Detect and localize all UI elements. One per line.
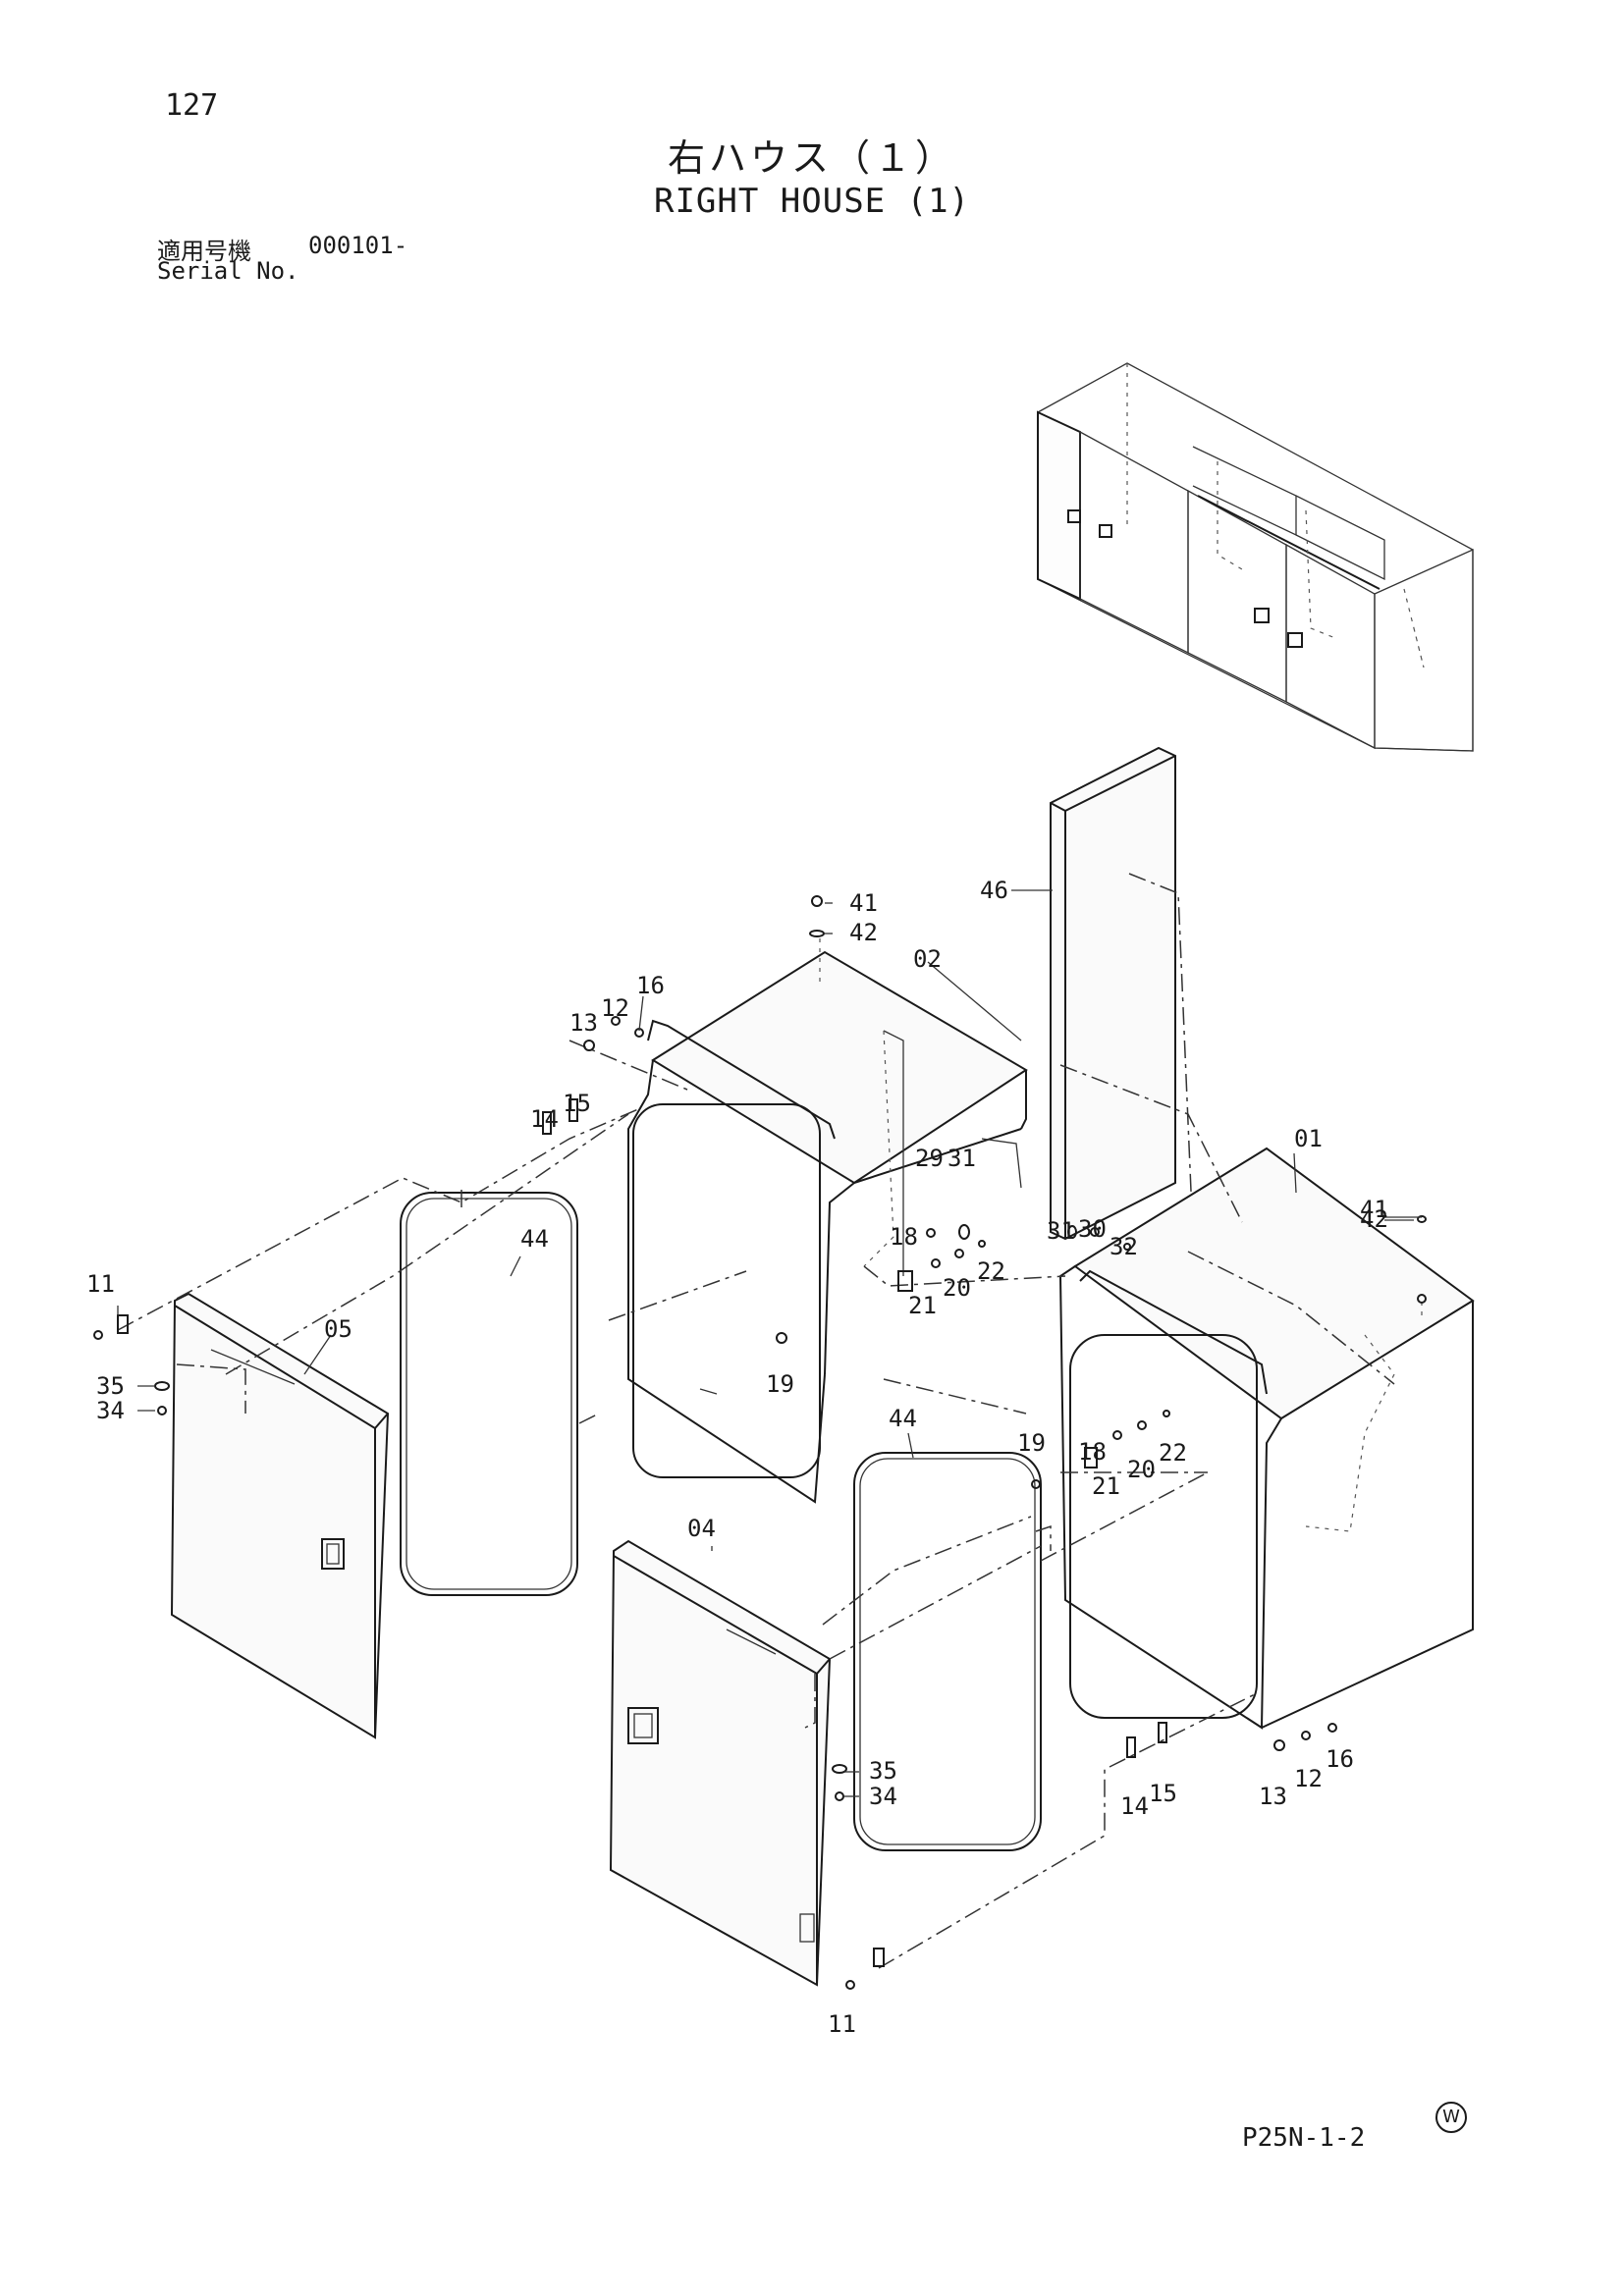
page-number: 127	[165, 88, 219, 123]
label-part-13-bottom: 13	[1259, 1783, 1287, 1810]
label-part-41-right: 41	[1360, 1196, 1388, 1223]
part-44-gasket-right	[853, 1452, 1042, 1851]
label-part-01: 01	[1294, 1125, 1323, 1152]
label-part-21-lower: 21	[1092, 1472, 1120, 1500]
serial-label-english: Serial No.	[157, 257, 299, 285]
label-part-44-right: 44	[889, 1405, 917, 1432]
label-part-19-upper: 19	[766, 1370, 794, 1398]
label-part-14-bottom: 14	[1120, 1792, 1149, 1820]
label-part-42-top: 42	[849, 919, 878, 946]
label-part-14-top: 14	[530, 1105, 559, 1133]
label-part-42-right: 42	[1360, 1205, 1388, 1233]
part-46-panel	[1050, 746, 1194, 1241]
label-part-18-lower: 18	[1078, 1438, 1107, 1466]
page-title-english: RIGHT HOUSE (1)	[653, 182, 971, 221]
label-part-22-upper: 22	[977, 1257, 1005, 1285]
leader-lines	[117, 889, 1422, 1797]
label-part-32: 32	[1110, 1233, 1138, 1260]
part-05-door	[170, 1292, 390, 1739]
part-44-gasket-right-inner	[859, 1458, 1036, 1845]
label-part-16-top: 16	[636, 972, 665, 999]
label-part-29: 29	[915, 1145, 944, 1172]
label-part-02: 02	[913, 945, 942, 973]
label-part-20-lower: 20	[1127, 1456, 1156, 1483]
label-part-18-upper: 18	[890, 1223, 918, 1251]
label-part-05: 05	[324, 1315, 352, 1343]
label-part-31-left: 31	[947, 1145, 976, 1172]
label-part-41-top: 41	[849, 889, 878, 917]
part-04-door	[609, 1539, 832, 1987]
part-01-frame	[1058, 1147, 1475, 1730]
label-part-13-top: 13	[569, 1009, 598, 1037]
page-title-japanese: 右ハウス（１）	[667, 136, 956, 180]
label-part-44-left: 44	[520, 1225, 549, 1253]
part-number-labels: 01 02 04 05 11 11 12 12 13 13 14 14 15 1…	[86, 877, 1388, 2038]
part-44-gasket-left	[400, 1192, 578, 1596]
label-part-35-left: 35	[96, 1372, 125, 1400]
label-part-30: 30	[1078, 1215, 1107, 1243]
serial-label-japanese: 適用号機	[157, 238, 251, 265]
serial-number-value: 000101-	[308, 232, 408, 259]
label-part-46: 46	[980, 877, 1008, 904]
label-part-22-lower: 22	[1159, 1439, 1187, 1467]
label-part-15-top: 15	[563, 1090, 591, 1117]
w-mark-icon: W	[1435, 2102, 1467, 2133]
label-part-15-bottom: 15	[1149, 1780, 1177, 1807]
label-part-12-bottom: 12	[1294, 1765, 1323, 1792]
label-part-16-bottom: 16	[1326, 1745, 1354, 1773]
label-part-34-left: 34	[96, 1397, 125, 1424]
part-44-gasket-left-inner	[406, 1198, 572, 1590]
label-part-21-upper: 21	[908, 1292, 937, 1319]
label-part-11-bottom: 11	[828, 2010, 856, 2038]
label-part-04: 04	[687, 1515, 716, 1542]
page-code: P25N-1-2	[1242, 2123, 1366, 2153]
label-part-34-right: 34	[869, 1783, 897, 1810]
label-part-20-upper: 20	[943, 1274, 971, 1302]
assembly-lines	[117, 933, 1423, 1969]
assembly-overview-thumbnail	[1037, 362, 1474, 752]
hardware-marks	[93, 895, 1427, 1990]
part-02-frame	[627, 950, 1028, 1504]
label-part-31-right: 31	[1047, 1217, 1075, 1245]
label-part-12-top: 12	[601, 994, 629, 1022]
label-part-35-right: 35	[869, 1757, 897, 1785]
label-part-19-lower: 19	[1017, 1429, 1046, 1457]
label-part-11-left: 11	[86, 1270, 115, 1298]
